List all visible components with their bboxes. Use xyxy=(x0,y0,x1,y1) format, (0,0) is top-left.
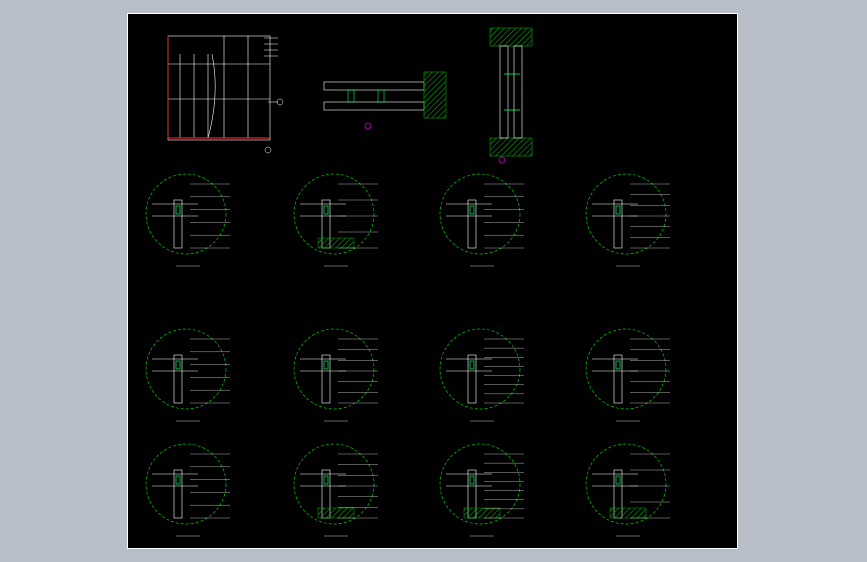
cad-drawing xyxy=(145,27,670,537)
detail-4 xyxy=(585,173,670,267)
detail-circle xyxy=(293,443,375,525)
seal-strip xyxy=(323,205,329,215)
detail-circle xyxy=(439,328,521,410)
frame-profile xyxy=(467,199,477,249)
detail-8 xyxy=(585,328,670,422)
seal-strip xyxy=(615,360,621,370)
detail-circle xyxy=(439,173,521,255)
seal-strip xyxy=(469,475,475,485)
hatch-block xyxy=(609,507,647,519)
detail-1 xyxy=(145,173,230,267)
detail-6 xyxy=(293,328,378,422)
detail-circle xyxy=(293,328,375,410)
frame-profile xyxy=(467,354,477,404)
detail-2 xyxy=(293,173,378,267)
drawing-sheet xyxy=(127,13,738,549)
frame-profile xyxy=(173,199,183,249)
hatch-block xyxy=(317,507,355,519)
seal-strip xyxy=(469,205,475,215)
seal-strip xyxy=(175,475,181,485)
seal-strip xyxy=(175,205,181,215)
seal-strip xyxy=(615,475,621,485)
seal-strip xyxy=(323,475,329,485)
frame-profile xyxy=(173,469,183,519)
detail-10 xyxy=(293,443,378,537)
hatch-block xyxy=(317,237,355,249)
detail-circle xyxy=(585,173,667,255)
frame-profile xyxy=(173,354,183,404)
horizontal-section xyxy=(323,71,447,130)
detail-circle xyxy=(145,173,227,255)
seal-strip xyxy=(175,360,181,370)
detail-circle xyxy=(585,443,667,525)
detail-11 xyxy=(439,443,524,537)
detail-circle xyxy=(145,328,227,410)
detail-5 xyxy=(145,328,230,422)
detail-9 xyxy=(145,443,230,537)
detail-circle xyxy=(585,328,667,410)
seal-strip xyxy=(615,205,621,215)
vertical-section xyxy=(489,27,533,164)
frame-profile xyxy=(613,354,623,404)
detail-7 xyxy=(439,328,524,422)
detail-12 xyxy=(585,443,670,537)
frame-profile xyxy=(321,354,331,404)
detail-circle xyxy=(145,443,227,525)
seal-strip xyxy=(323,360,329,370)
hatch-block xyxy=(463,507,501,519)
seal-strip xyxy=(469,360,475,370)
detail-circle xyxy=(439,443,521,525)
elevation-view xyxy=(167,35,284,154)
frame-profile xyxy=(613,199,623,249)
detail-3 xyxy=(439,173,524,267)
detail-circle xyxy=(293,173,375,255)
